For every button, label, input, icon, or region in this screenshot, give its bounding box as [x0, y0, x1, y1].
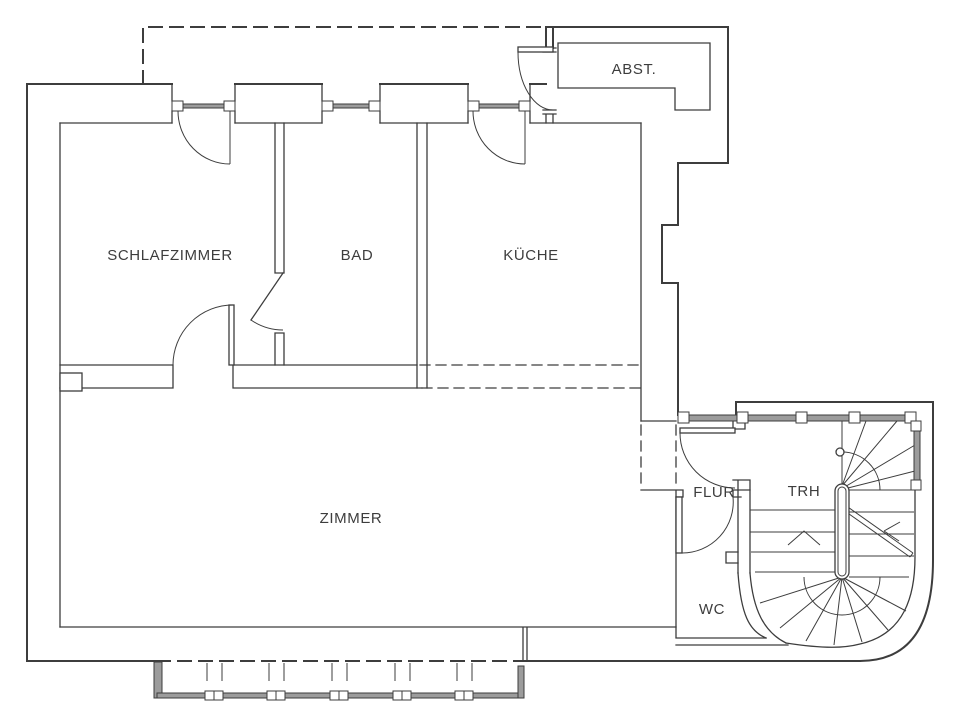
balcony-mullion-cap	[213, 690, 224, 701]
room-label-treppenhaus: TRH	[788, 483, 821, 500]
abst-door-swing	[517, 51, 554, 111]
schlafzimmer-door-leaf	[228, 304, 235, 366]
stair-lower-winder-arc	[803, 576, 881, 616]
stair-upper-winder-arc	[841, 451, 881, 491]
entrance-door-swing	[679, 432, 736, 489]
stair-tower-outer-wall	[735, 401, 934, 663]
wc-door-swing	[681, 496, 734, 554]
wc-niche	[725, 551, 739, 564]
bad-door-leaf	[250, 272, 284, 321]
schlafzimmer-window-casement	[177, 110, 231, 165]
kueche-window-cap-right	[518, 100, 531, 112]
attic-dashed-line	[142, 26, 546, 85]
chimney-block	[59, 372, 83, 392]
stair-lower-winder-treads	[759, 576, 907, 646]
trh-window-right-cap-top	[910, 420, 922, 432]
dashed-outline	[142, 26, 546, 662]
doors	[172, 46, 736, 554]
bad-right-wall	[416, 122, 428, 389]
removed-wall-dashed	[419, 364, 677, 489]
wc-door-leaf	[675, 496, 683, 554]
abst-outer-wall	[545, 26, 729, 416]
trh-window-cap-1	[677, 411, 690, 424]
wc-bottom-wall	[675, 637, 789, 646]
balcony-mullion-cap	[454, 690, 465, 701]
room-labels: SCHLAFZIMMER BAD KÜCHE ABST. ZIMMER FLUR…	[107, 61, 821, 618]
stair-right-treads	[849, 511, 914, 578]
room-label-abstellraum: ABST.	[612, 61, 657, 78]
abst-door-leaf	[517, 46, 554, 53]
balcony-mullion-cap	[266, 690, 277, 701]
bad-window-cap-right	[368, 100, 381, 112]
balcony-mullion-cap	[275, 690, 286, 701]
stair-newel-post	[834, 483, 850, 580]
schlafzimmer-bottom-wall	[59, 364, 423, 389]
room-label-bad: BAD	[341, 247, 374, 264]
room-label-kueche: KÜCHE	[503, 246, 559, 264]
room-label-wc: WC	[699, 601, 725, 618]
trh-window-cap-3	[795, 411, 808, 424]
balcony	[153, 661, 525, 701]
abst-inner-outline	[557, 42, 711, 111]
exterior-walls	[26, 26, 934, 663]
stair-direction-arrow-right	[883, 521, 901, 542]
trh-window-cap-4	[848, 411, 861, 424]
bad-door-swing	[250, 319, 284, 331]
abst-door-frame	[542, 47, 557, 124]
balcony-mullion-cap	[329, 690, 340, 701]
bad-window-cap-left	[321, 100, 334, 112]
windows	[171, 100, 922, 491]
kueche-window-casement	[472, 110, 526, 165]
balcony-mullion-cap	[204, 690, 215, 701]
wc-trh-curved-wall	[737, 572, 787, 644]
stair-inner-boundary	[785, 489, 916, 648]
room-label-zimmer: ZIMMER	[320, 510, 383, 527]
stair-left-treads	[750, 509, 835, 573]
schlafzimmer-window-cap-left	[171, 100, 184, 112]
flur-trh-wall	[732, 420, 751, 574]
trh-window-right-cap-bottom	[910, 479, 922, 491]
stair-newel-post-inner	[837, 486, 847, 577]
room-label-schlafzimmer: SCHLAFZIMMER	[107, 247, 233, 264]
balcony-glazing-right-jamb	[517, 665, 525, 699]
staircase	[750, 420, 916, 646]
balcony-mullion-cap	[401, 690, 412, 701]
balcony-mullion-ticks	[206, 663, 473, 681]
trh-window-cap-2	[736, 411, 749, 424]
interior-walls	[59, 42, 916, 662]
balcony-mullion-cap	[392, 690, 403, 701]
window-jambs-top-wall	[171, 83, 531, 124]
stair-post-symbol	[835, 447, 845, 457]
entrance-door-leaf	[679, 427, 736, 434]
balcony-mullion-cap	[338, 690, 349, 701]
bad-left-wall	[274, 122, 285, 366]
room-label-flur: FLUR	[693, 484, 735, 501]
stair-direction-arrow-left	[787, 530, 821, 546]
schlafzimmer-door-swing	[172, 304, 234, 366]
stair-banister	[841, 504, 914, 558]
schlafzimmer-window-cap-right	[223, 100, 236, 112]
kueche-window-cap-left	[467, 100, 480, 112]
zimmer-bottom-inner-wall	[59, 626, 677, 662]
balcony-mullion-caps	[204, 690, 474, 701]
balcony-mullion-cap	[463, 690, 474, 701]
